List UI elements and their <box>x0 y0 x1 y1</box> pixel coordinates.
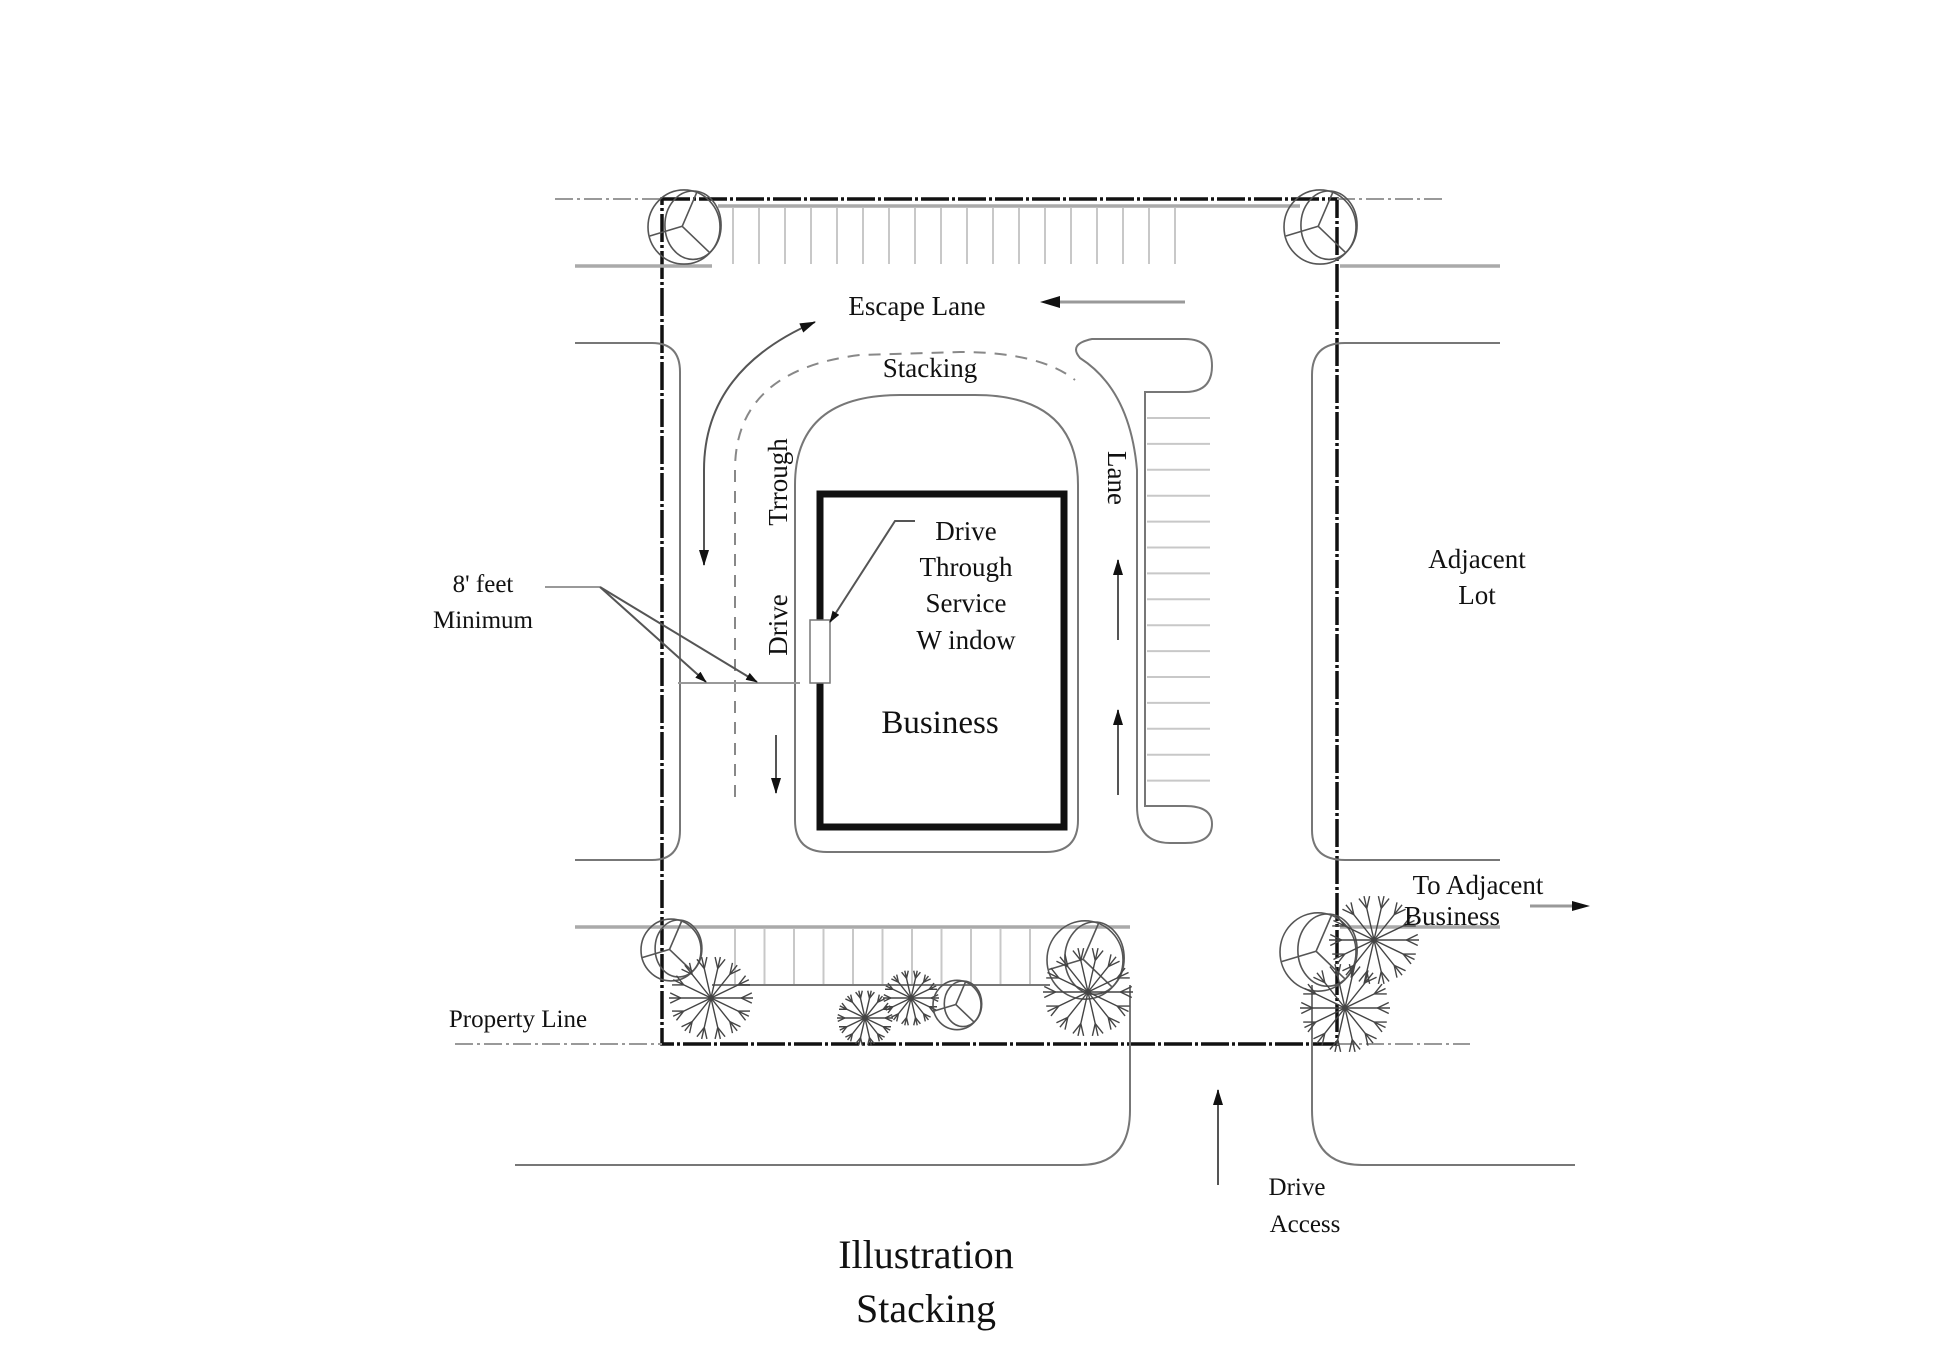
service-window-label-2: Through <box>920 552 1013 582</box>
adjacent-lot-label-2: Lot <box>1458 580 1496 610</box>
to-adjacent-business-label-1: To Adjacent <box>1413 870 1544 900</box>
drive-label: Drive <box>763 594 793 655</box>
min-width-label-1: 8' feet <box>453 571 514 598</box>
escape-lane-label: Escape Lane <box>848 291 985 321</box>
min-width-label-2: Minimum <box>433 607 534 634</box>
deciduous-tree-icon <box>1046 920 1125 1000</box>
building-island <box>794 394 1079 853</box>
deciduous-tree-icon <box>932 979 983 1031</box>
stacking-label: Stacking <box>883 353 978 383</box>
deciduous-tree-icon <box>1283 189 1358 265</box>
property-boundary <box>455 197 1470 1046</box>
stacking-centerline <box>734 350 1076 797</box>
min-width-dimension <box>545 586 800 684</box>
shrub-icon <box>837 990 893 1046</box>
to-adjacent-business-label-2: Business <box>1404 901 1500 931</box>
business-building <box>809 490 1068 831</box>
service-window-label-3: Service <box>926 588 1007 618</box>
shrub-icon <box>1300 963 1390 1053</box>
labels: Escape Lane Stacking Trrough Drive Lane … <box>433 291 1544 1331</box>
left-curb <box>575 342 681 861</box>
landscaping-trees <box>640 189 1419 1053</box>
drive-access-label-2: Access <box>1270 1211 1341 1238</box>
business-label: Business <box>881 705 998 741</box>
service-window-leader <box>829 520 915 623</box>
property-line-label: Property Line <box>449 1006 587 1033</box>
lane-arrows <box>771 559 1123 795</box>
top-parking-strip <box>575 204 1500 268</box>
service-window <box>809 619 831 684</box>
lane-label: Lane <box>1102 451 1132 505</box>
title-line-1: Illustration <box>838 1232 1014 1277</box>
service-window-label-4: W indow <box>916 625 1016 655</box>
escape-lane-path <box>699 296 1185 566</box>
title-line-2: Stacking <box>856 1286 996 1331</box>
street-and-drive-access <box>515 901 1590 1185</box>
drive-access-label-1: Drive <box>1269 1174 1326 1201</box>
service-window-label-1: Drive <box>935 516 996 546</box>
deciduous-tree-icon <box>647 189 722 265</box>
adjacent-lot-label-1: Adjacent <box>1428 544 1526 574</box>
shrub-icon <box>883 970 939 1026</box>
shrub-icon <box>669 956 753 1040</box>
right-parking-bay <box>1075 338 1214 844</box>
trough-label: Trrough <box>763 438 793 526</box>
shrub-icon <box>1329 895 1419 985</box>
bottom-parking-strip <box>575 925 1500 986</box>
deciduous-tree-icon <box>640 918 703 982</box>
shrub-icon <box>1043 947 1133 1037</box>
adjacent-lot-curb <box>1311 342 1500 861</box>
